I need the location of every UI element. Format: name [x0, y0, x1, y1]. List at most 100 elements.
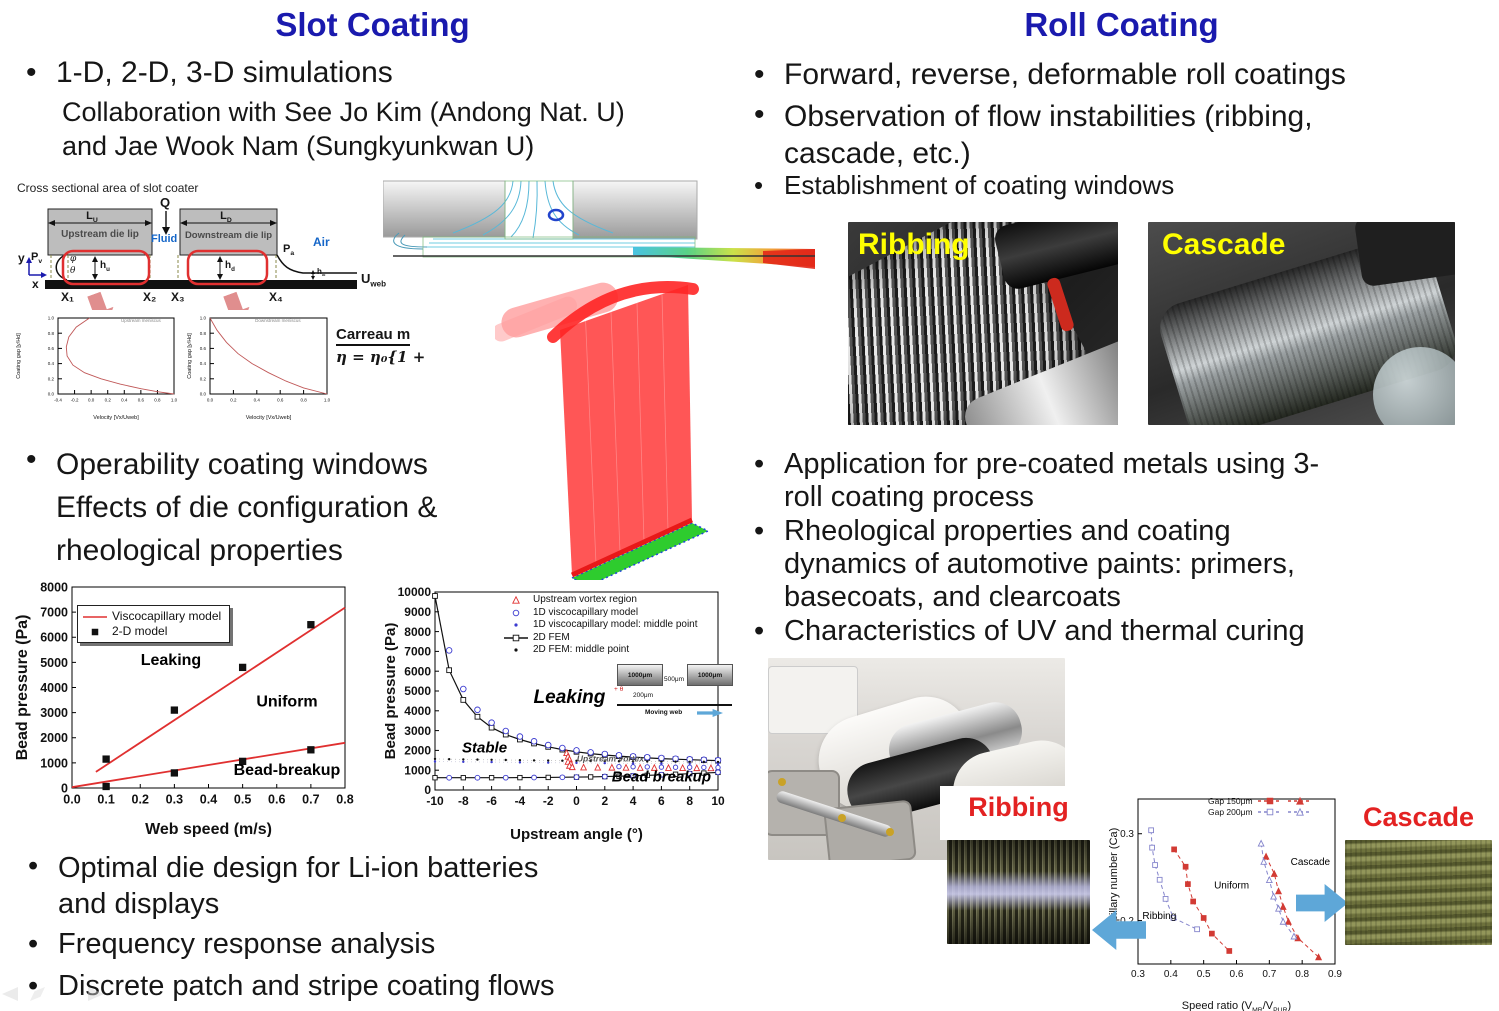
svg-text:1.0: 1.0 [171, 398, 178, 403]
ribbing-strip-label: Ribbing [968, 792, 1069, 822]
bullet-line: 1-D, 2-D, 3-D simulations [56, 56, 393, 89]
svg-text:0.5: 0.5 [1197, 969, 1211, 980]
bullet-dot: • [754, 58, 765, 91]
svg-text:7000: 7000 [40, 606, 68, 620]
bullet-dot: • [754, 170, 764, 200]
bullet-discrete-patch: • Discrete patch and stripe coating flow… [24, 970, 554, 1003]
svg-text:5000: 5000 [404, 684, 431, 698]
svg-text:0.8: 0.8 [154, 398, 161, 403]
svg-text:3000: 3000 [40, 706, 68, 720]
photo-shape [1353, 222, 1455, 288]
x4-label: X₄ [269, 290, 283, 304]
bullet-line: Discrete patch and stripe coating flows [58, 970, 555, 1002]
y-axis-label: y [18, 251, 25, 265]
ribbing-strip-label-bg [940, 786, 1094, 840]
svg-text:Upstream meniscus: Upstream meniscus [121, 318, 162, 323]
collaboration-note: Collaboration with See Jo Kim (Andong Na… [62, 95, 625, 163]
svg-text:0.5: 0.5 [234, 793, 251, 807]
svg-text:8000: 8000 [404, 625, 431, 639]
bullet-rheological: • Rheological properties and coating dyn… [750, 515, 1295, 614]
bullet-dot: • [28, 970, 39, 1002]
svg-text:0.9: 0.9 [1328, 969, 1342, 980]
bullet-line: Optimal die design for Li-ion batteries [58, 852, 539, 884]
svg-text:0.8: 0.8 [300, 398, 307, 403]
bullet-line: cascade, etc.) [784, 137, 971, 170]
svg-text:0.0: 0.0 [200, 392, 207, 397]
svg-text:0.1: 0.1 [97, 793, 114, 807]
x-axis-label: x [32, 277, 39, 291]
cascade-photo-label: Cascade [1162, 228, 1286, 261]
curtain-coating-simulation-image [492, 265, 825, 595]
bullet-dot: • [28, 928, 39, 960]
svg-text:0.8: 0.8 [1295, 969, 1309, 980]
photo-shape [947, 840, 1090, 944]
svg-text:0.4: 0.4 [200, 361, 207, 366]
svg-text:-4: -4 [515, 794, 526, 808]
bullet-forward-reverse: • Forward, reverse, deformable roll coat… [750, 58, 1346, 92]
svg-text:0.6: 0.6 [138, 398, 145, 403]
bullet-observation: • Observation of flow instabilities (rib… [750, 98, 1313, 172]
inset-height-label: 200μm [633, 692, 654, 699]
svg-text:2: 2 [601, 794, 608, 808]
svg-text:Capillary number (Ca): Capillary number (Ca) [1108, 828, 1120, 936]
svg-text:4: 4 [630, 794, 637, 808]
bullet-dot: • [26, 56, 37, 89]
cascade-roll-photo: Cascade [1148, 222, 1455, 425]
bullet-line: Application for pre-coated metals using … [784, 448, 1320, 480]
slot-coating-title: Slot Coating [275, 6, 470, 43]
photo-shape [1373, 347, 1455, 425]
bullet-line: Forward, reverse, deformable roll coatin… [784, 58, 1346, 91]
bullet-dot: • [754, 98, 765, 131]
inset-theta-label: + θ [614, 686, 624, 693]
svg-text:9000: 9000 [404, 605, 431, 619]
fluid-label: Fluid [151, 233, 178, 245]
svg-text:0.4: 0.4 [254, 398, 261, 403]
svg-text:-2: -2 [543, 794, 554, 808]
svg-text:Leaking: Leaking [141, 652, 201, 669]
bullet-dot: • [754, 615, 765, 647]
svg-text:1000: 1000 [404, 763, 431, 777]
photo-shape [1345, 840, 1492, 945]
ld-label: LD [220, 210, 232, 225]
svg-text:0.0: 0.0 [207, 398, 214, 403]
svg-text:Coating gap [y/Hd]: Coating gap [y/Hd] [187, 333, 193, 379]
svg-text:Upstream vortex: Upstream vortex [577, 754, 645, 764]
svg-text:Bead breakup: Bead breakup [612, 769, 711, 786]
lu-label: LU [86, 210, 98, 225]
bullet-application: • Application for pre-coated metals usin… [750, 448, 1319, 514]
svg-text:7000: 7000 [404, 645, 431, 659]
svg-text:6: 6 [658, 794, 665, 808]
bullet-dot: • [754, 448, 765, 480]
bullet-line: Establishment of coating windows [784, 170, 1175, 200]
upstream-die-lip-label: Upstream die lip [61, 229, 139, 240]
ribbing-photo-label: Ribbing [858, 228, 970, 261]
svg-text:0.0: 0.0 [48, 392, 55, 397]
svg-text:-10: -10 [426, 794, 444, 808]
bullet-establishment: • Establishment of coating windows [750, 170, 1174, 201]
operability-line-3: rheological properties [56, 534, 343, 567]
svg-text:Bead pressure (Pa): Bead pressure (Pa) [385, 623, 399, 760]
svg-text:4000: 4000 [40, 681, 68, 695]
svg-text:8: 8 [686, 794, 693, 808]
svg-text:-8: -8 [458, 794, 469, 808]
photo-shape [778, 778, 786, 786]
svg-text:4000: 4000 [404, 704, 431, 718]
svg-text:-6: -6 [486, 794, 497, 808]
bullet-simulations: • 1-D, 2-D, 3-D simulations [22, 56, 393, 90]
svg-text:0.0: 0.0 [63, 793, 80, 807]
svg-text:1000: 1000 [40, 756, 68, 770]
hu-label: hu [100, 260, 110, 273]
svg-text:Ribbing: Ribbing [1142, 911, 1176, 922]
svg-text:0.2: 0.2 [48, 376, 55, 381]
photo-shape [1345, 840, 1492, 945]
svg-text:Cascade: Cascade [1291, 857, 1331, 868]
photo-shape [838, 814, 846, 822]
nav-prev-icon[interactable] [2, 987, 18, 1001]
svg-text:Leaking: Leaking [534, 687, 606, 708]
svg-text:8000: 8000 [40, 580, 68, 594]
svg-text:0.7: 0.7 [302, 793, 319, 807]
operability-line-1: Operability coating windows [56, 448, 428, 481]
cascade-pattern-image [1345, 840, 1492, 945]
svg-text:2000: 2000 [40, 731, 68, 745]
die-geometry-inset: 1000μm 1000μm 500μm + θ 200μm Moving web [614, 658, 733, 730]
